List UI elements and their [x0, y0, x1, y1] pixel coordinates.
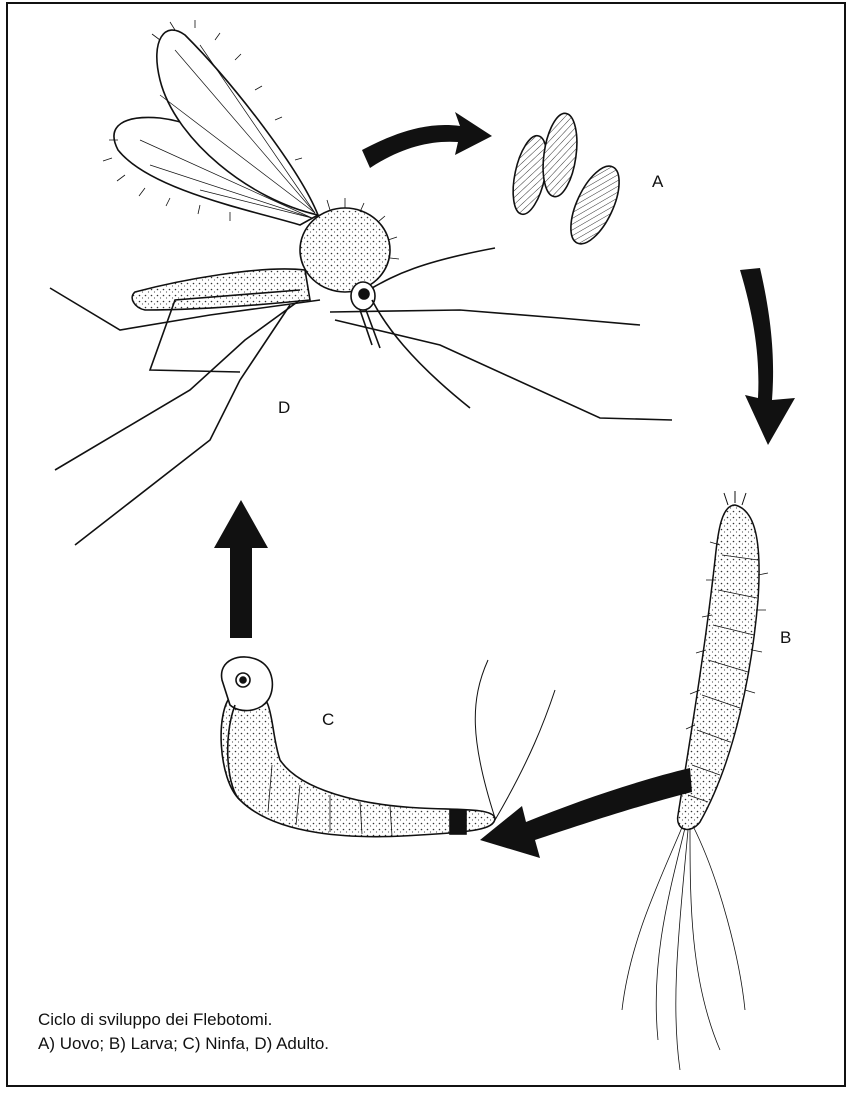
label-larva: B [780, 628, 791, 648]
figure-caption: Ciclo di sviluppo dei Flebotomi. A) Uovo… [38, 1008, 329, 1056]
label-pupa: C [322, 710, 334, 730]
arrow-larva-to-pupa [480, 768, 692, 858]
pupa-band [450, 810, 466, 834]
label-egg: A [652, 172, 663, 192]
pupa-drawing [221, 657, 555, 837]
adult-sandfly-drawing [50, 20, 672, 545]
larva-setae [622, 825, 683, 1010]
thorax [300, 208, 390, 292]
arrow-egg-to-larva [740, 268, 795, 445]
pupa-filament [475, 660, 495, 818]
arrow-adult-to-egg [362, 112, 492, 168]
label-adult: D [278, 398, 290, 418]
abdomen [132, 269, 310, 310]
caption-legend: A) Uovo; B) Larva; C) Ninfa, D) Adulto. [38, 1032, 329, 1056]
arrow-pupa-to-adult [214, 500, 268, 638]
caption-title: Ciclo di sviluppo dei Flebotomi. [38, 1008, 329, 1032]
eggs-drawing [507, 111, 629, 250]
egg [538, 111, 581, 199]
